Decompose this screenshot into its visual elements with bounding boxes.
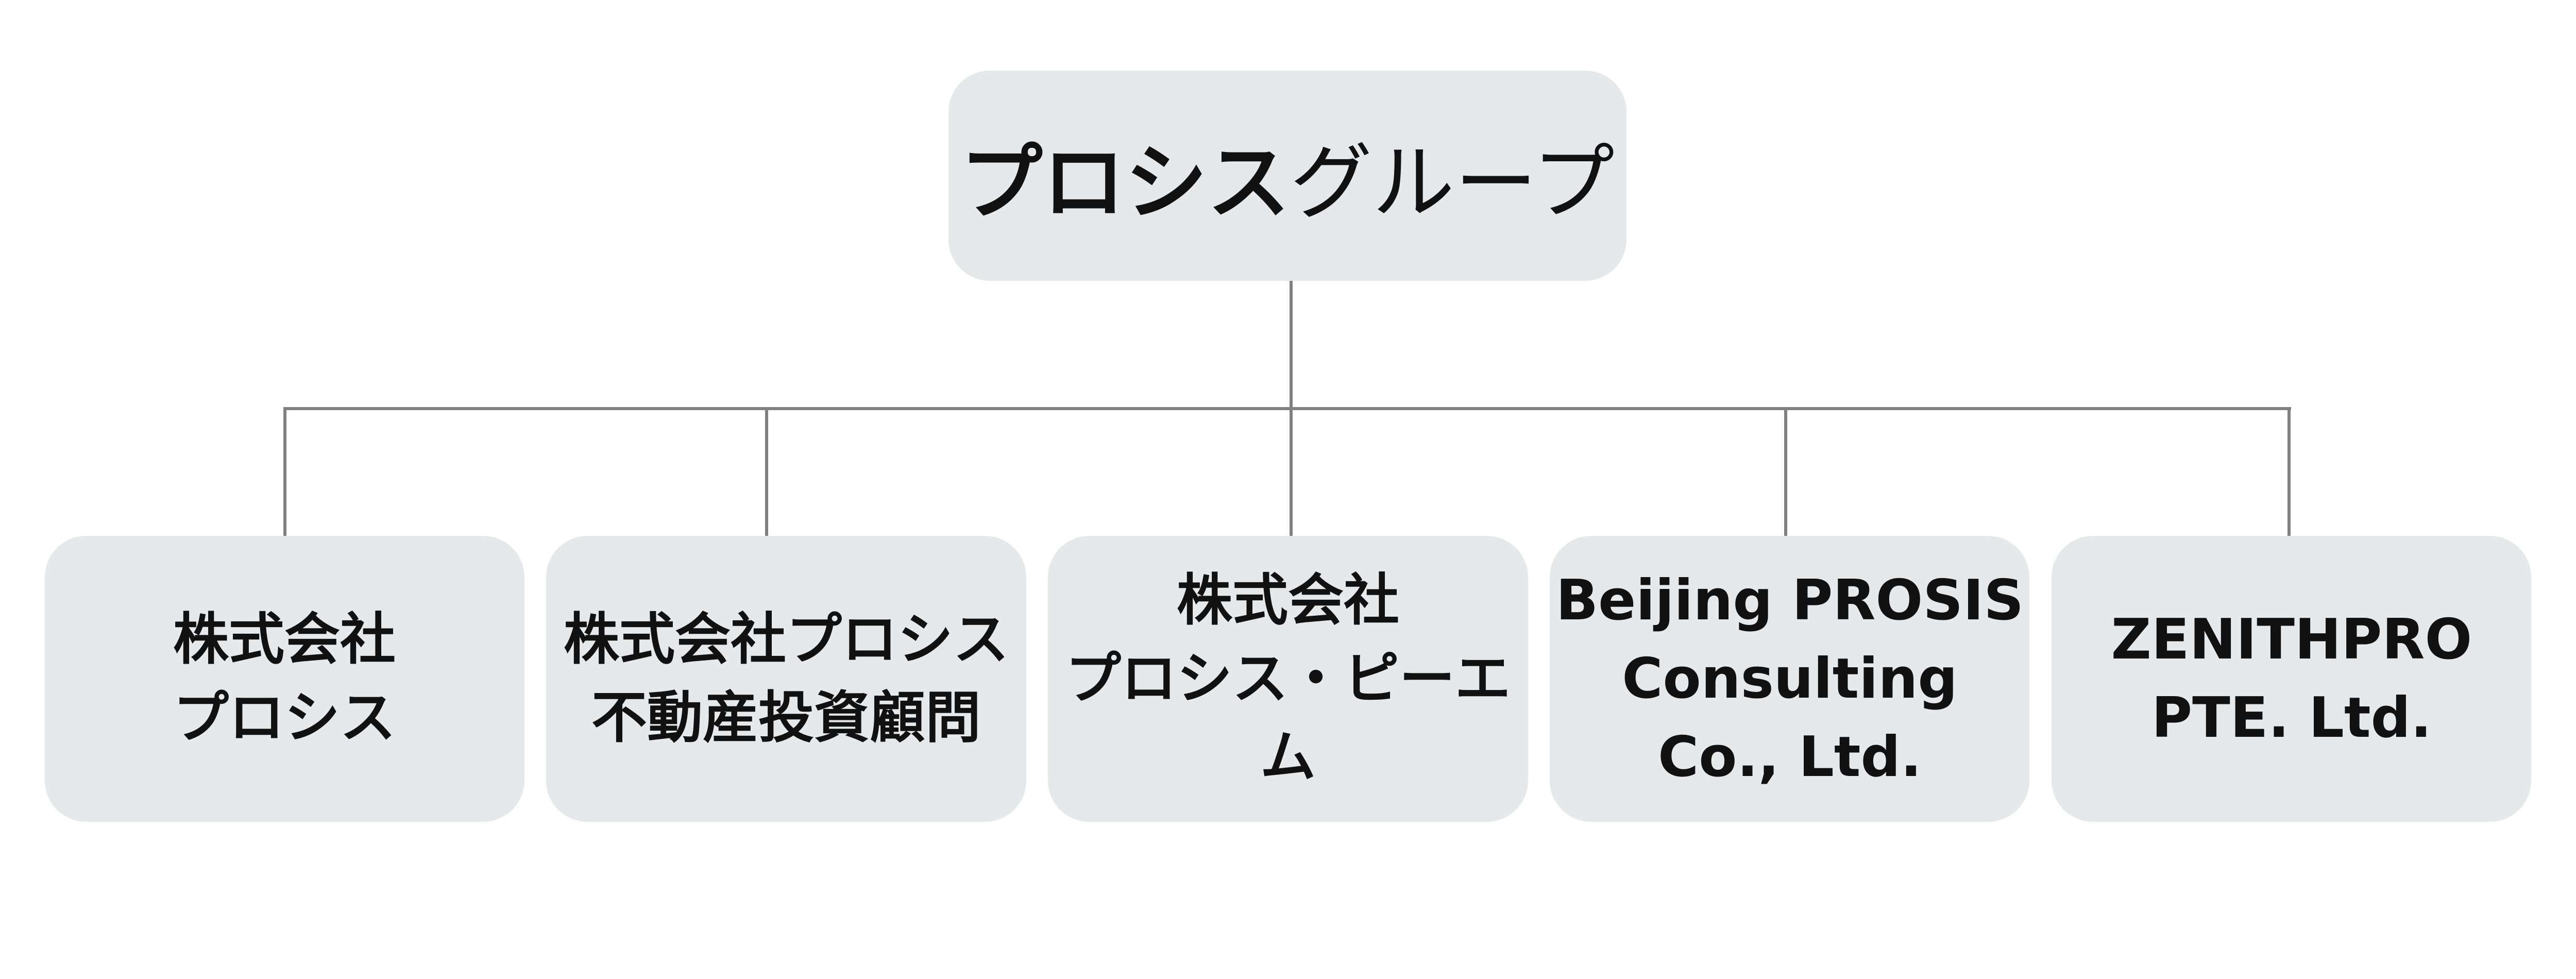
- node-line: プロシス: [173, 685, 396, 750]
- connector-child-1: [283, 407, 286, 536]
- node-line: PTE. Ltd.: [2151, 685, 2432, 750]
- node-line: 株式会社: [173, 607, 396, 672]
- node-line: 株式会社プロシス: [563, 607, 1009, 672]
- node-line: Beijing PROSIS: [1555, 568, 2024, 633]
- child-node-zenithpro: ZENITHPRO PTE. Ltd.: [2052, 536, 2532, 822]
- node-line: 株式会社: [1176, 568, 1399, 633]
- node-line: 不動産投資顧問: [591, 685, 981, 750]
- node-line: プロシス・ピーエム: [1065, 646, 1511, 789]
- connector-horizontal: [283, 407, 2291, 410]
- child-node-prosis-pm: 株式会社プロシス・ピーエム: [1048, 536, 1528, 822]
- child-node-prosis-real-estate-advisors: 株式会社プロシス不動産投資顧問: [546, 536, 1026, 822]
- root-node-prosis-group: プロシスグループ: [948, 71, 1626, 281]
- connector-child-4: [1784, 407, 1788, 536]
- connector-child-5: [2287, 407, 2291, 536]
- node-line: Consulting: [1622, 646, 1958, 711]
- child-nodes-row: 株式会社プロシス 株式会社プロシス不動産投資顧問 株式会社プロシス・ピーエム B…: [0, 536, 2576, 822]
- connector-child-2: [765, 407, 768, 536]
- node-line: Co., Ltd.: [1658, 724, 1922, 789]
- root-label-regular: グループ: [1290, 134, 1615, 231]
- root-label-bold: プロシス: [960, 134, 1290, 231]
- node-line: ZENITHPRO: [2111, 607, 2472, 672]
- child-node-prosis: 株式会社プロシス: [44, 536, 524, 822]
